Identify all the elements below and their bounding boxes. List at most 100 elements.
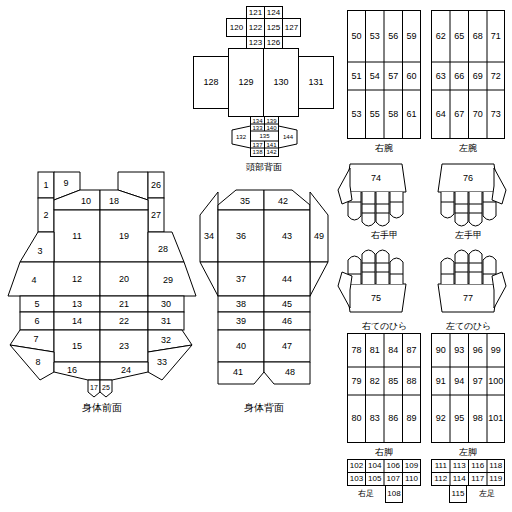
callout-number: 17 bbox=[90, 384, 98, 391]
callout-number: 95 bbox=[454, 414, 464, 423]
callout-number: 65 bbox=[454, 32, 464, 41]
callout-number: 35 bbox=[240, 197, 250, 206]
callout-number: 134 bbox=[252, 118, 262, 124]
callout-number: 70 bbox=[473, 110, 483, 119]
callout-number: 132 bbox=[236, 134, 246, 140]
callout-number: 106 bbox=[387, 462, 400, 470]
callout-number: 30 bbox=[161, 300, 171, 309]
callout-number: 130 bbox=[273, 78, 288, 87]
callout-number: 38 bbox=[236, 300, 246, 309]
part-caption: 右足 bbox=[358, 490, 374, 498]
part-caption: 左脚 bbox=[459, 448, 477, 457]
callout-number: 22 bbox=[119, 317, 129, 326]
callout-number: 127 bbox=[285, 24, 298, 32]
callout-number: 3 bbox=[37, 247, 42, 256]
callout-number: 78 bbox=[351, 346, 361, 355]
callout-number: 50 bbox=[351, 32, 361, 41]
part-caption: 左足 bbox=[479, 490, 495, 498]
callout-number: 107 bbox=[387, 475, 400, 483]
callout-number: 141 bbox=[266, 142, 276, 148]
callout-number: 54 bbox=[370, 72, 380, 81]
callout-number: 24 bbox=[121, 366, 131, 375]
callout-number: 41 bbox=[233, 368, 243, 377]
callout-number: 119 bbox=[489, 475, 502, 483]
callout-number: 47 bbox=[282, 342, 292, 351]
callout-number: 72 bbox=[491, 72, 501, 81]
callout-number: 90 bbox=[436, 346, 446, 355]
callout-number: 116 bbox=[471, 462, 484, 470]
callout-number: 102 bbox=[350, 462, 363, 470]
callout-number: 48 bbox=[285, 368, 295, 377]
callout-number: 138 bbox=[252, 149, 262, 155]
callout-number: 19 bbox=[119, 232, 129, 241]
callout-number: 26 bbox=[151, 181, 161, 190]
callout-number: 62 bbox=[436, 32, 446, 41]
callout-number: 56 bbox=[388, 32, 398, 41]
callout-number: 93 bbox=[454, 346, 464, 355]
callout-number: 36 bbox=[236, 232, 246, 241]
callout-number: 59 bbox=[406, 32, 416, 41]
callout-number: 31 bbox=[161, 317, 171, 326]
callout-number: 108 bbox=[387, 490, 400, 498]
callout-number: 7 bbox=[33, 335, 38, 344]
callout-number: 2 bbox=[43, 211, 48, 220]
callout-number: 9 bbox=[63, 179, 68, 188]
callout-number: 10 bbox=[81, 197, 91, 206]
callout-number: 18 bbox=[109, 197, 119, 206]
callout-number: 105 bbox=[368, 475, 381, 483]
callout-number: 129 bbox=[238, 78, 253, 87]
callout-number: 4 bbox=[31, 276, 36, 285]
callout-number: 86 bbox=[388, 414, 398, 423]
callout-number: 55 bbox=[370, 110, 380, 119]
callout-number: 124 bbox=[267, 9, 280, 17]
part-caption: 頭部背面 bbox=[246, 163, 282, 172]
callout-number: 39 bbox=[236, 317, 246, 326]
callout-number: 23 bbox=[119, 342, 129, 351]
callout-number: 68 bbox=[473, 32, 483, 41]
callout-number: 85 bbox=[388, 377, 398, 386]
part-caption: 身体前面 bbox=[82, 403, 122, 413]
callout-number: 12 bbox=[72, 275, 82, 284]
callout-number: 94 bbox=[454, 377, 464, 386]
callout-number: 40 bbox=[236, 342, 246, 351]
callout-number: 112 bbox=[434, 475, 447, 483]
callout-number: 73 bbox=[491, 110, 501, 119]
part-caption: 左手甲 bbox=[455, 231, 482, 240]
callout-number: 45 bbox=[282, 300, 292, 309]
part-caption: 左腕 bbox=[459, 144, 477, 153]
callout-number: 120 bbox=[230, 24, 243, 32]
callout-number: 79 bbox=[351, 377, 361, 386]
callout-number: 80 bbox=[351, 414, 361, 423]
callout-number: 20 bbox=[119, 275, 129, 284]
part-caption: 右てのひら bbox=[362, 322, 407, 331]
callout-number: 89 bbox=[406, 414, 416, 423]
callout-number: 5 bbox=[34, 300, 39, 309]
callout-number: 6 bbox=[34, 317, 39, 326]
callout-number: 114 bbox=[453, 475, 466, 483]
part-caption: 右脚 bbox=[375, 448, 393, 457]
callout-number: 77 bbox=[463, 294, 473, 303]
callout-number: 135 bbox=[259, 133, 269, 139]
callout-number: 118 bbox=[489, 462, 502, 470]
callout-number: 111 bbox=[435, 462, 447, 470]
callout-number: 123 bbox=[249, 39, 262, 47]
callout-number: 58 bbox=[388, 110, 398, 119]
callout-number: 96 bbox=[473, 346, 483, 355]
callout-number: 87 bbox=[406, 346, 416, 355]
callout-number: 15 bbox=[72, 342, 82, 351]
callout-number: 67 bbox=[454, 110, 464, 119]
callout-number: 140 bbox=[266, 125, 276, 131]
callout-number: 103 bbox=[350, 475, 363, 483]
callout-number: 29 bbox=[163, 276, 173, 285]
callout-number: 1 bbox=[43, 181, 48, 190]
callout-number: 110 bbox=[405, 475, 418, 483]
callout-number: 51 bbox=[351, 72, 361, 81]
callout-number: 83 bbox=[370, 414, 380, 423]
callout-number: 49 bbox=[314, 232, 324, 241]
callout-number: 91 bbox=[436, 377, 446, 386]
callout-number: 101 bbox=[488, 414, 503, 423]
callout-number: 128 bbox=[203, 78, 218, 87]
callout-number: 69 bbox=[473, 72, 483, 81]
callout-number: 139 bbox=[266, 118, 276, 124]
